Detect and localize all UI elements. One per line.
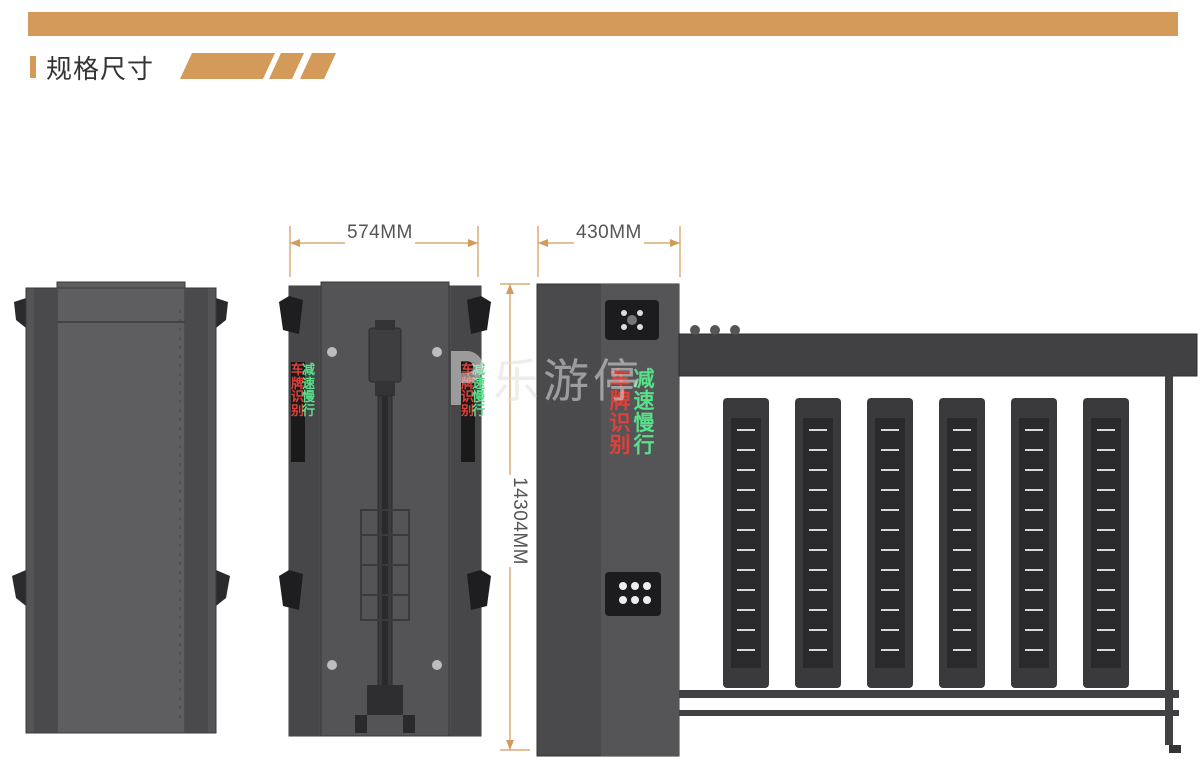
section-marker [30,56,36,78]
barrier-side-view [536,283,1198,757]
barrier-panels [723,398,1129,688]
dimension-label-width-side: 430MM [574,222,644,244]
cabinet-back-view [12,281,230,734]
decorative-stripes [180,53,336,79]
cabinet-interior-view [279,281,491,737]
watermark-text: 乐游停 [493,354,643,408]
top-accent-bar [28,12,1178,36]
section-title: 规格尺寸 [46,54,155,85]
led-green-main: 减 速 慢 行 [633,367,655,458]
led-red-left: 车 牌 识 别 [291,363,305,419]
watermark: 乐游停 [445,345,643,411]
led-green-left: 减 速 慢 行 [302,363,316,419]
section-header: 规格尺寸 [30,50,155,85]
dimension-label-length: 14304MM [508,475,530,567]
dimension-label-width-front: 574MM [345,222,415,244]
watermark-logo-icon [451,351,483,405]
led-red-main: 车 牌 识 别 [609,367,631,458]
barrier-panel-pattern [737,429,1115,651]
